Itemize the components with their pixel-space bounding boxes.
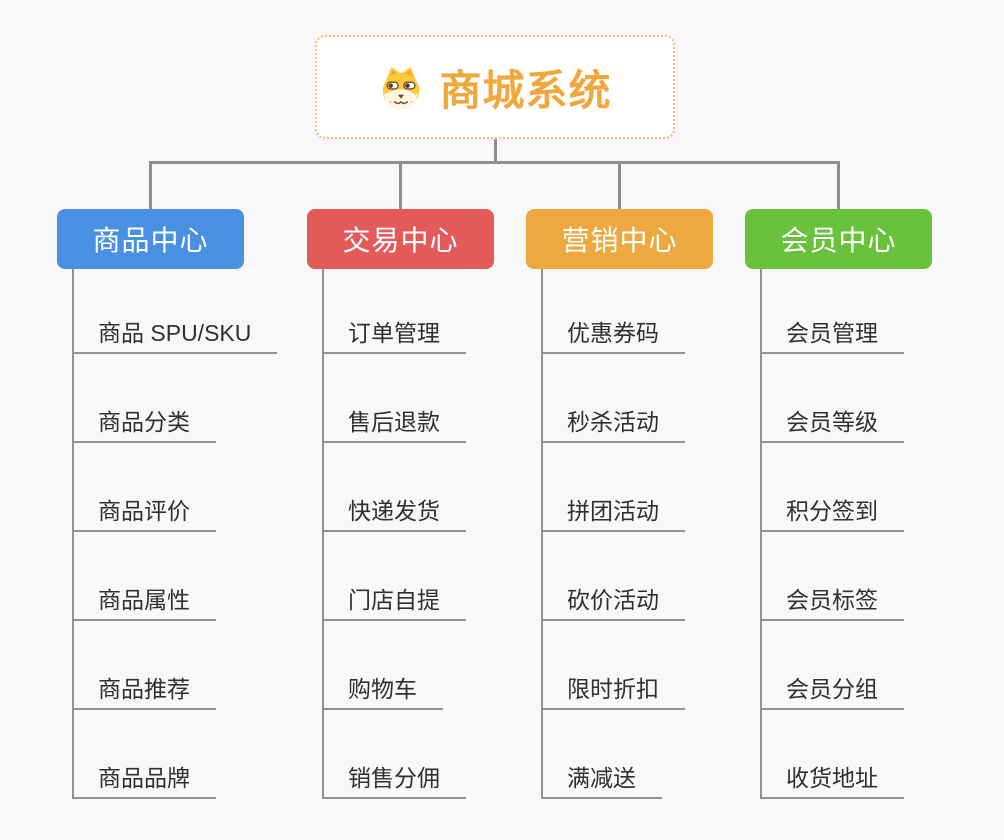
branch-column-member-center: 会员中心 会员管理 会员等级 积分签到 会员标签 会员分组 收货地址 xyxy=(745,209,1000,834)
branch-spine xyxy=(760,269,762,799)
leaf-node[interactable]: 商品推荐 xyxy=(72,670,216,710)
leaf-node[interactable]: 满减送 xyxy=(541,759,662,799)
connector-drop-product-center xyxy=(149,161,152,209)
branch-node-marketing-center[interactable]: 营销中心 xyxy=(526,209,713,269)
branch-spine xyxy=(541,269,543,799)
leaf-node[interactable]: 销售分佣 xyxy=(322,759,466,799)
branch-node-member-center[interactable]: 会员中心 xyxy=(745,209,932,269)
leaf-node[interactable]: 购物车 xyxy=(322,670,443,710)
leaf-node[interactable]: 商品品牌 xyxy=(72,759,216,799)
connector-horizontal-bar xyxy=(150,161,840,164)
leaf-node[interactable]: 会员管理 xyxy=(760,314,904,354)
branch-node-trade-center[interactable]: 交易中心 xyxy=(307,209,494,269)
branch-spine xyxy=(72,269,74,799)
root-title: 商城系统 xyxy=(439,66,612,114)
branch-column-trade-center: 交易中心 订单管理 售后退款 快递发货 门店自提 购物车 销售分佣 xyxy=(307,209,562,834)
branch-column-marketing-center: 营销中心 优惠券码 秒杀活动 拼团活动 砍价活动 限时折扣 满减送 xyxy=(526,209,781,834)
connector-drop-member-center xyxy=(837,161,840,209)
connector-drop-trade-center xyxy=(399,161,402,209)
leaf-node[interactable]: 订单管理 xyxy=(322,314,466,354)
leaf-node[interactable]: 优惠券码 xyxy=(541,314,685,354)
branch-column-product-center: 商品中心 商品 SPU/SKU 商品分类 商品评价 商品属性 商品推荐 商品品牌 xyxy=(57,209,312,834)
branch-node-product-center[interactable]: 商品中心 xyxy=(57,209,244,269)
leaf-node[interactable]: 门店自提 xyxy=(322,581,466,621)
branch-spine xyxy=(322,269,324,799)
leaf-node[interactable]: 商品属性 xyxy=(72,581,216,621)
leaf-node[interactable]: 售后退款 xyxy=(322,403,466,443)
leaf-node[interactable]: 砍价活动 xyxy=(541,581,685,621)
branch-label: 交易中心 xyxy=(342,225,459,256)
leaf-node[interactable]: 限时折扣 xyxy=(541,670,685,710)
leaf-node[interactable]: 秒杀活动 xyxy=(541,403,685,443)
leaf-node[interactable]: 快递发货 xyxy=(322,492,466,532)
shiba-dog-icon xyxy=(378,62,424,112)
leaf-node[interactable]: 商品 SPU/SKU xyxy=(72,314,278,354)
branch-label: 会员中心 xyxy=(780,225,897,256)
branch-label: 营销中心 xyxy=(561,225,678,256)
leaf-node[interactable]: 积分签到 xyxy=(760,492,904,532)
connector-drop-marketing-center xyxy=(618,161,621,209)
leaf-node[interactable]: 会员标签 xyxy=(760,581,904,621)
connector-root-stem xyxy=(494,139,497,164)
leaf-node[interactable]: 会员分组 xyxy=(760,670,904,710)
root-node[interactable]: 商城系统 xyxy=(315,35,675,139)
leaf-node[interactable]: 商品分类 xyxy=(72,403,216,443)
leaf-node[interactable]: 收货地址 xyxy=(760,759,904,799)
branch-label: 商品中心 xyxy=(92,225,209,256)
leaf-node[interactable]: 拼团活动 xyxy=(541,492,685,532)
leaf-node[interactable]: 商品评价 xyxy=(72,492,216,532)
leaf-node[interactable]: 会员等级 xyxy=(760,403,904,443)
